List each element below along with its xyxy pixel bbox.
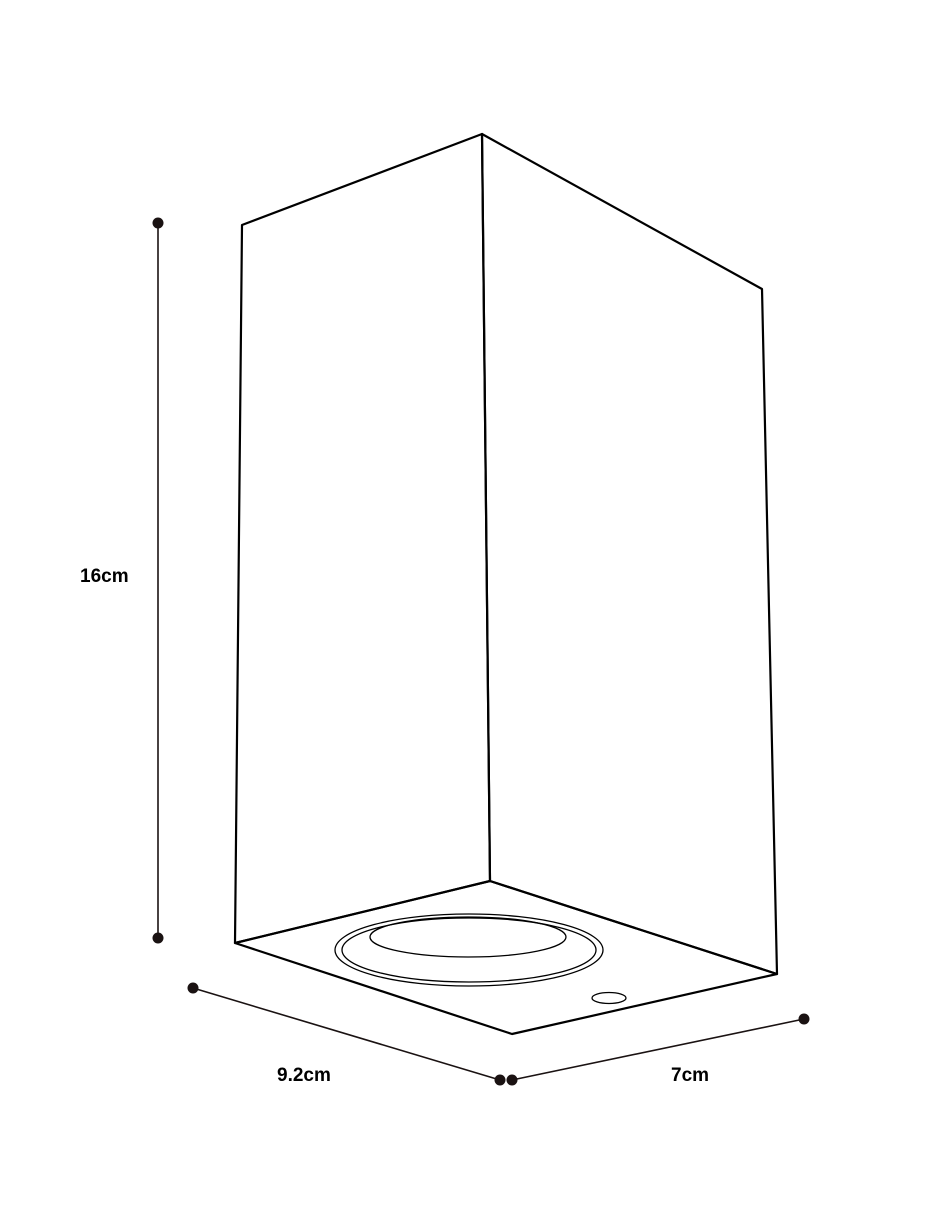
depth-dimension-line bbox=[192, 987, 501, 1081]
lens-middle-ring bbox=[341, 917, 597, 983]
box-bottom-face bbox=[233, 879, 779, 1036]
width-dimension-right-dot bbox=[798, 1013, 810, 1025]
lens-outer-ring bbox=[334, 913, 604, 987]
screw-hole bbox=[591, 991, 627, 1005]
depth-dimension-right-dot bbox=[494, 1074, 506, 1086]
height-dimension-bottom-dot bbox=[152, 932, 164, 944]
width-dimension-line bbox=[511, 1018, 805, 1081]
depth-label: 9.2cm bbox=[277, 1065, 331, 1086]
lens-inner-ring bbox=[369, 916, 567, 958]
width-label: 7cm bbox=[671, 1065, 710, 1086]
height-dimension-top-dot bbox=[152, 217, 164, 229]
width-dimension-left-dot bbox=[506, 1074, 518, 1086]
box-top-left-face bbox=[233, 132, 492, 945]
depth-dimension-left-dot bbox=[187, 982, 199, 994]
box-right-face bbox=[480, 132, 779, 976]
height-label: 16cm bbox=[80, 566, 129, 587]
